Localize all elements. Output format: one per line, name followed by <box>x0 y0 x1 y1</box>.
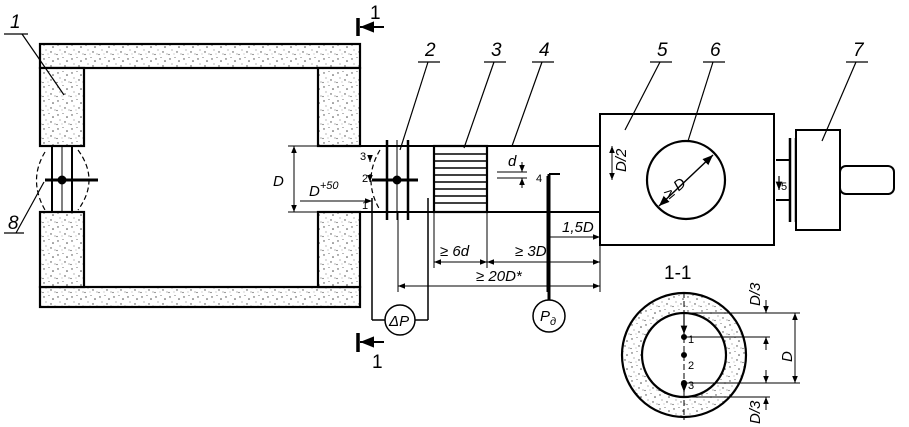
dim-ge-20D: ≥ 20D* <box>476 268 523 285</box>
point-5: 5 <box>781 181 787 193</box>
point-1: 1 <box>362 200 368 212</box>
callout-3: 3 <box>491 40 502 61</box>
flow-nozzle <box>370 140 429 321</box>
left-wall-damper <box>36 146 98 212</box>
callout-4: 4 <box>539 40 550 61</box>
motor-assembly <box>775 129 895 231</box>
dim-D-third-top: D/3 <box>747 282 764 306</box>
flow-straightener <box>432 144 489 214</box>
point-4: 4 <box>536 173 542 185</box>
section-view <box>620 291 800 420</box>
callout-2: 2 <box>424 40 436 61</box>
callout-1: 1 <box>10 12 21 33</box>
dim-D-plus: D+50 <box>309 180 339 200</box>
gauge-pd-label: Pд <box>540 308 556 328</box>
dim-section-D: D <box>779 351 796 362</box>
dim-1-5D: 1,5D <box>562 219 594 236</box>
fan-housing <box>599 113 775 246</box>
callout-8: 8 <box>8 213 19 234</box>
section-title: 1-1 <box>664 263 691 284</box>
section-label-bottom: 1 <box>372 352 383 373</box>
dim-d: d <box>508 153 517 170</box>
callout-7: 7 <box>853 40 865 61</box>
dynamic-pressure-gauge <box>532 299 566 333</box>
section-point-1: 1 <box>688 334 694 346</box>
pitot-tube <box>547 173 560 300</box>
section-mark-top <box>356 18 384 36</box>
chamber <box>38 42 362 309</box>
section-point-2: 2 <box>688 360 694 372</box>
dim-ge-6d: ≥ 6d <box>440 243 470 260</box>
section-mark-bottom <box>356 333 384 352</box>
gauge-dp-label: ΔP <box>388 313 409 330</box>
dim-D-third-bottom: D/3 <box>747 400 764 424</box>
dim-D-half: D/2 <box>613 148 630 172</box>
point-2: 2 <box>362 173 368 185</box>
section-point-3: 3 <box>688 380 694 392</box>
point-3: 3 <box>360 151 366 163</box>
dim-D: D <box>273 173 284 190</box>
dim-ge-3D: ≥ 3D <box>515 243 547 260</box>
differential-gauge <box>384 304 416 336</box>
callout-5: 5 <box>657 40 668 61</box>
section-label-top: 1 <box>370 3 381 24</box>
dimension-lines <box>288 145 615 292</box>
callout-6: 6 <box>710 40 721 61</box>
callout-leaders <box>4 33 868 234</box>
